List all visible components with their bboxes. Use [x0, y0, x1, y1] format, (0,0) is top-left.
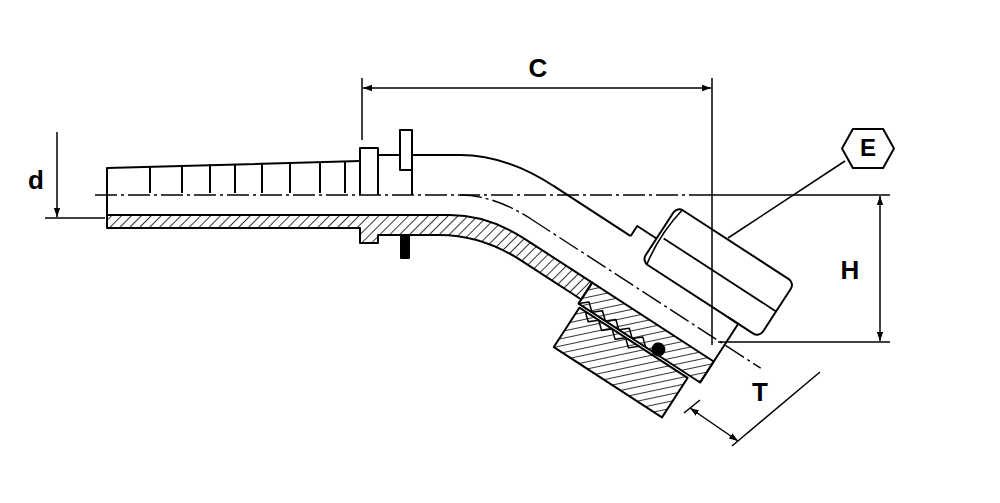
dimension-lines	[45, 78, 890, 446]
dimension-label: H	[841, 257, 860, 283]
angled-end	[480, 144, 810, 448]
leader-line	[728, 161, 845, 238]
dimension-label: T	[752, 379, 768, 405]
hexagon-shape	[842, 129, 894, 168]
dimension-label: C	[529, 55, 548, 81]
dimension-label: d	[28, 167, 44, 193]
nut-thread	[581, 312, 638, 353]
center-line	[95, 194, 700, 195]
callout-letter: E	[860, 136, 876, 160]
center-line	[532, 220, 761, 369]
ring-seat	[411, 170, 413, 195]
lock-pin	[401, 236, 409, 258]
hose-tail	[107, 161, 360, 215]
section-wall	[107, 215, 592, 300]
tail-ribs	[150, 161, 345, 193]
o-ring	[650, 341, 667, 358]
lock-ring	[400, 130, 412, 170]
hex-callout: E	[841, 128, 895, 169]
hex-nut	[642, 207, 795, 338]
collar	[360, 148, 378, 195]
fitting-body	[95, 130, 890, 448]
swivel-nut-section	[554, 308, 688, 418]
center-line	[460, 195, 532, 220]
